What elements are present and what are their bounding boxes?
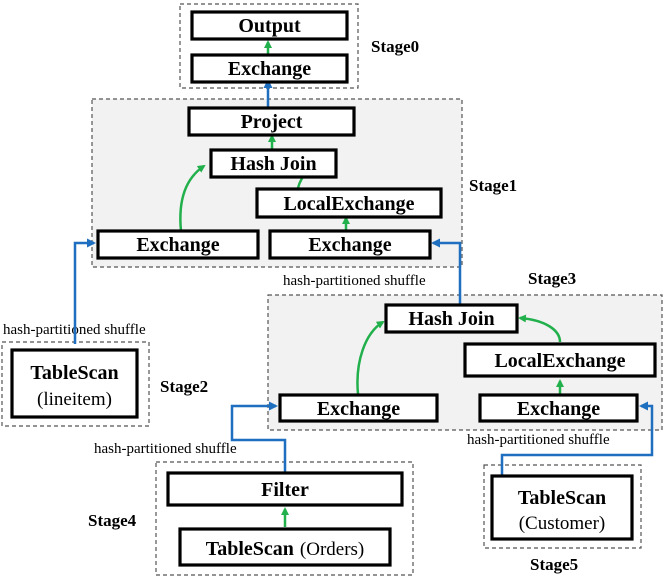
hashjoin3-node (384, 303, 519, 334)
stage3-label: Stage3 (528, 269, 576, 288)
stage0-label: Stage0 (371, 37, 419, 56)
hashjoin1-node (209, 148, 338, 179)
exchange3-left-node (278, 393, 439, 423)
exchange1-right-node (268, 229, 432, 260)
output-label: Output (238, 15, 301, 37)
project-node (187, 106, 356, 137)
edge-exchange3left-hashjoin3 (356, 320, 385, 395)
exchange0-label: Exchange (228, 58, 311, 80)
tablescan-orders-label: TableScan (206, 538, 294, 560)
edge-exchange1left-hashjoin1 (179, 164, 206, 232)
project-label: Project (241, 111, 303, 133)
exchange0-node (190, 53, 349, 84)
shuffle-note-stage4-stage3: hash-partitioned shuffle (94, 441, 237, 457)
exchange1-left-label: Exchange (136, 234, 219, 256)
shuffle-edge-stage3-stage1 (431, 238, 462, 306)
exchange3-right-node (478, 393, 639, 423)
tablescan-customer-arg: (Customer) (519, 513, 606, 534)
tablescan-lineitem-node (10, 348, 139, 419)
output-node (190, 10, 349, 41)
shuffle-edge-stage4-stage3 (230, 401, 287, 472)
tablescan-customer-node (490, 474, 634, 541)
exchange3-left-label: Exchange (317, 398, 400, 420)
stage1-label: Stage1 (469, 176, 517, 195)
stage4-label: Stage4 (88, 511, 137, 530)
tablescan-lineitem-arg: (lineitem) (37, 389, 112, 410)
stage2-label: Stage2 (160, 377, 208, 396)
tablescan-customer-label: TableScan (518, 487, 606, 509)
localexchange1-node (255, 187, 443, 219)
tablescan-lineitem-label: TableScan (30, 362, 118, 384)
filter-label: Filter (261, 479, 309, 501)
localexchange1-label: LocalExchange (283, 193, 414, 215)
shuffle-edge-stage5-stage3 (500, 401, 654, 477)
tablescan-orders-arg: (Orders) (300, 539, 364, 560)
tablescan-orders-text: TableScan (Orders) (206, 538, 365, 560)
filter-node (166, 471, 404, 507)
exchange1-left-node (96, 229, 260, 260)
exchange1-right-label: Exchange (308, 234, 391, 256)
hashjoin3-label: Hash Join (408, 308, 494, 330)
shuffle-edge-stage2-stage1 (73, 238, 96, 344)
exchange3-right-label: Exchange (517, 398, 600, 420)
hashjoin1-label: Hash Join (230, 153, 316, 175)
shuffle-note-stage3-stage1: hash-partitioned shuffle (283, 273, 426, 289)
tablescan-orders-node (178, 527, 392, 567)
stage5-label: Stage5 (530, 555, 578, 574)
localexchange3-label: LocalExchange (494, 350, 625, 372)
edge-localexchange3-hashjoin3 (518, 314, 562, 343)
localexchange3-node (463, 342, 657, 378)
shuffle-note-stage5-stage3: hash-partitioned shuffle (467, 432, 610, 448)
